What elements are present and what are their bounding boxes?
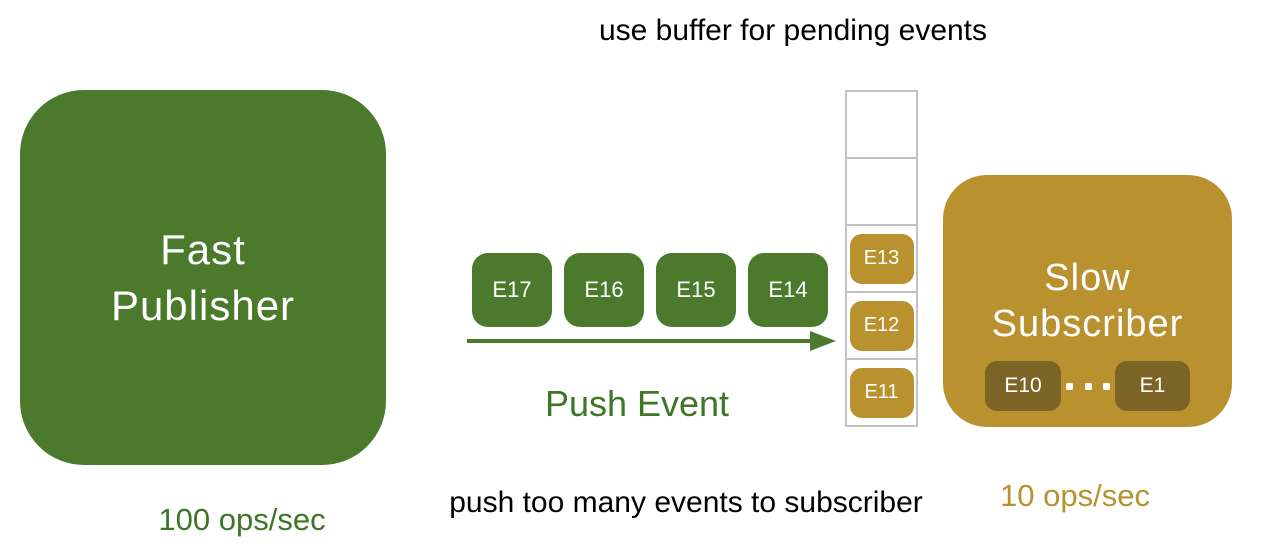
slow-subscriber-title-line2: Subscriber xyxy=(991,303,1184,345)
slow-subscriber-title-wrap: Slow Subscriber xyxy=(943,175,1232,427)
fast-publisher-title-line1: Fast xyxy=(160,225,246,273)
fast-publisher-title-line2: Publisher xyxy=(110,281,296,329)
ellipsis-dot xyxy=(1103,382,1110,390)
flow-arrow-head-icon xyxy=(810,331,836,351)
slow-subscriber-title: Slow Subscriber xyxy=(992,255,1184,347)
buffer-cell-e12: E12 xyxy=(847,293,916,360)
slow-subscriber-title-line1: Slow xyxy=(1044,257,1131,299)
subscriber-rate-label: 10 ops/sec xyxy=(1000,478,1150,513)
ellipsis-dots-icon xyxy=(1066,382,1110,390)
top-caption: use buffer for pending events xyxy=(598,14,988,47)
pending-events-row: E17 E16 E15 E14 xyxy=(472,253,828,327)
event-square-e17: E17 xyxy=(472,253,552,327)
buffer-chip-e13: E13 xyxy=(849,233,914,284)
consumed-chip-e1: E1 xyxy=(1115,361,1190,411)
buffer-cell-e13: E13 xyxy=(847,226,916,293)
buffer-cell-empty-2 xyxy=(847,159,916,226)
publisher-rate-label: 100 ops/sec xyxy=(158,502,326,537)
buffer-cell-empty-1 xyxy=(847,92,916,159)
push-event-label: Push Event xyxy=(544,383,730,424)
slow-subscriber-box: Slow Subscriber E10 E1 xyxy=(943,175,1232,427)
buffer-chip-e12: E12 xyxy=(849,300,914,351)
consumed-events-row: E10 E1 xyxy=(943,361,1232,411)
ellipsis-dot xyxy=(1084,382,1092,390)
fast-publisher-box: Fast Publisher xyxy=(20,90,386,465)
buffer-cell-e11: E11 xyxy=(847,360,916,425)
ellipsis-dot xyxy=(1066,382,1073,390)
pending-events-buffer: E13 E12 E11 xyxy=(845,90,918,427)
fast-publisher-title: Fast Publisher xyxy=(111,222,295,334)
bottom-caption: push too many events to subscriber xyxy=(449,486,923,519)
buffer-chip-e11: E11 xyxy=(849,367,914,418)
event-square-e16: E16 xyxy=(564,253,644,327)
event-square-e15: E15 xyxy=(656,253,736,327)
consumed-chip-e10: E10 xyxy=(985,361,1061,411)
flow-arrow-line xyxy=(467,339,812,343)
event-square-e14: E14 xyxy=(748,253,828,327)
